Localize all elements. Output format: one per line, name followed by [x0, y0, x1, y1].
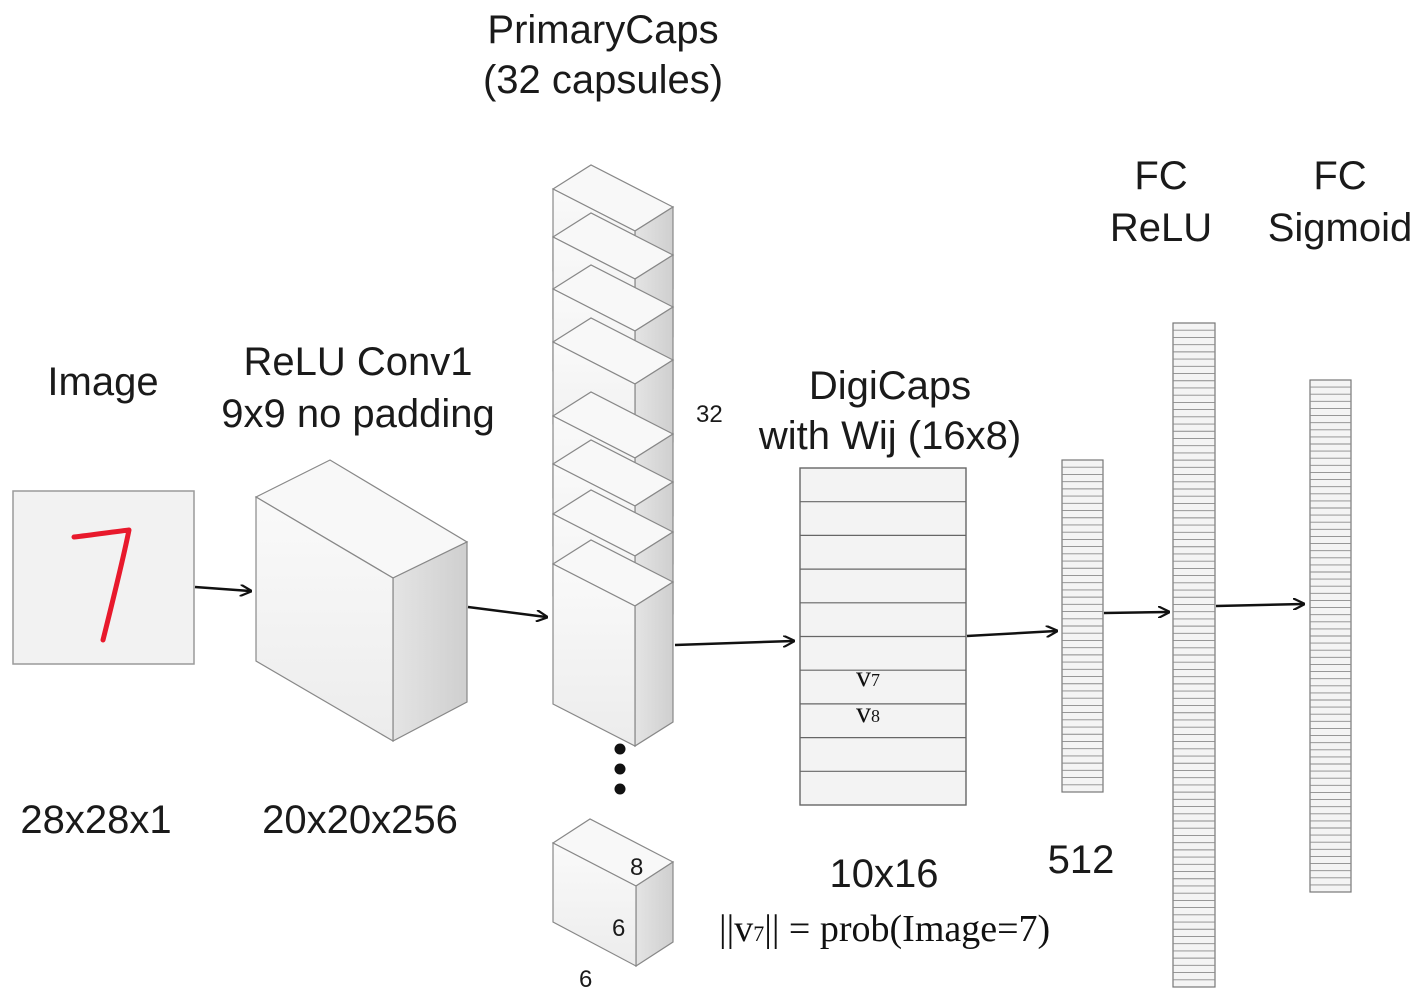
digicaps-dims: 10x16: [829, 852, 939, 896]
arrow-fcrelu-to-fcsigmoid: [1215, 604, 1303, 606]
image-dims: 28x28x1: [20, 798, 172, 842]
digicaps-subtitle: with Wij (16x8): [758, 414, 1022, 458]
arrow-primary-to-digicaps: [674, 641, 793, 645]
primarycaps-subtitle: (32 capsules): [482, 58, 724, 102]
input-image: [12, 490, 195, 665]
arrow-fc512-to-fcrelu: [1103, 612, 1168, 613]
arrows: [194, 587, 1303, 645]
fc-512-strip: [1061, 459, 1104, 793]
arrow-digicaps-to-fc512: [966, 631, 1056, 636]
primarycaps-capsule-block: [551, 539, 675, 748]
digicaps-row-v7: v7: [856, 660, 880, 693]
capsule-dim-8: 8: [630, 854, 644, 881]
conv1-dims: 20x20x256: [262, 798, 458, 842]
capsule-dim-6-bottom: 6: [579, 966, 593, 993]
primarycaps-title: PrimaryCaps: [487, 8, 719, 52]
handwritten-digit-7: [71, 527, 132, 643]
digicaps-title: DigiCaps: [808, 364, 972, 408]
digicaps-row-v8: v8: [856, 696, 880, 729]
arrow-image-to-conv: [194, 587, 250, 591]
fc-sigmoid-title: FC: [1313, 154, 1367, 198]
fc-relu-subtitle: ReLU: [1109, 206, 1213, 250]
fc-hidden-dims: 512: [1047, 838, 1115, 882]
capsule-8x6x6: [551, 818, 675, 968]
ellipsis-dots: [614, 743, 626, 795]
arrow-conv-to-primary: [467, 605, 546, 617]
conv1-block: [254, 459, 469, 743]
block-side-face: [634, 580, 674, 748]
fc-relu-title: FC: [1134, 154, 1188, 198]
probability-formula: ||v7|| = prob(Image=7): [719, 908, 1051, 950]
primarycaps-stack: [551, 164, 675, 748]
primarycaps-depth: 32: [696, 401, 723, 428]
fc-relu-strip: [1172, 322, 1216, 988]
fc-sigmoid-strip: [1309, 379, 1352, 893]
digicaps-table: [799, 467, 967, 806]
image-title: Image: [47, 360, 159, 404]
capsule-dim-6-side: 6: [612, 915, 626, 942]
fc-sigmoid-subtitle: Sigmoid: [1267, 206, 1413, 250]
conv1-title: ReLU Conv1: [243, 340, 473, 384]
conv1-subtitle: 9x9 no padding: [221, 392, 495, 436]
block-front-face: [552, 563, 636, 747]
